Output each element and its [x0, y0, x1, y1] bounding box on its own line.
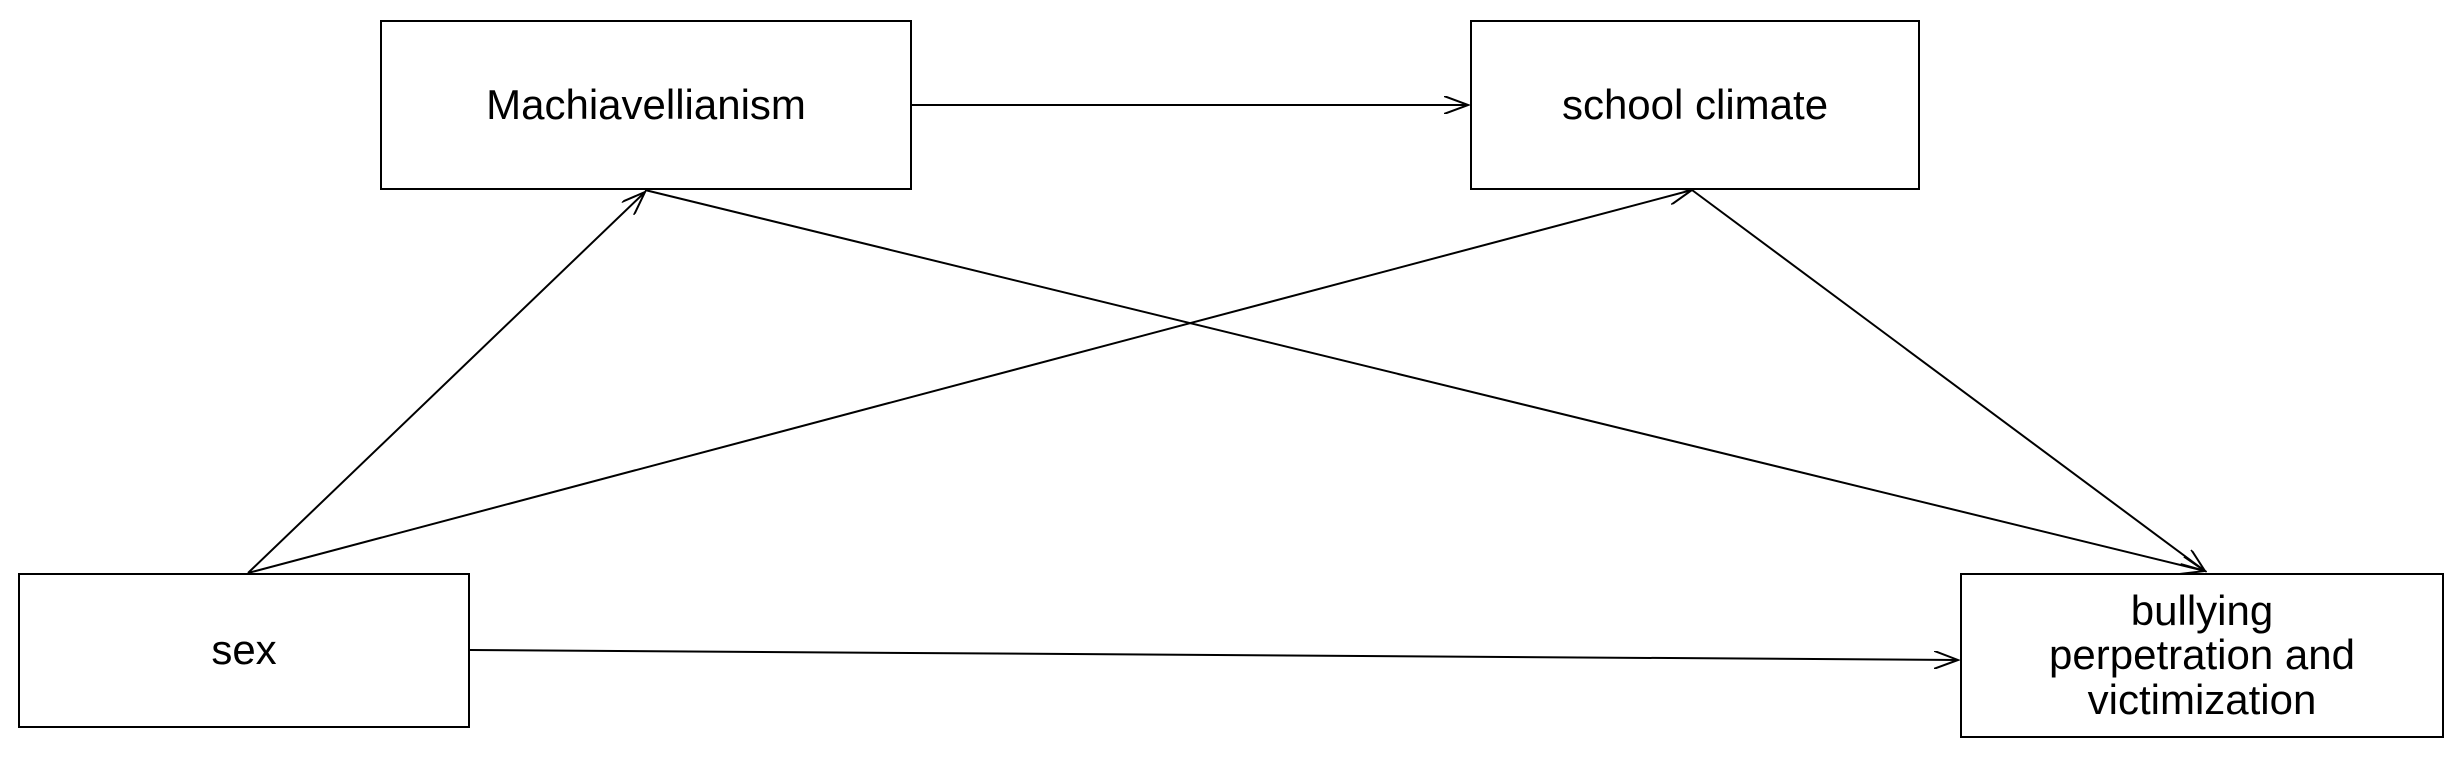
node-sex: sex — [18, 573, 470, 728]
arrow-machiavellianism-to-bullying — [644, 189, 2205, 571]
node-sex-label: sex — [211, 626, 277, 674]
node-bullying-line-1: bullying — [2130, 587, 2274, 635]
node-school-climate: school climate — [1470, 20, 1920, 190]
node-bullying-label: bullying perpetration and victimization — [2049, 589, 2355, 721]
arrow-school-climate-to-bullying — [1691, 189, 2205, 571]
node-bullying-line-3: victimization — [2087, 675, 2317, 723]
node-machiavellianism-label: Machiavellianism — [486, 80, 806, 128]
node-machiavellianism: Machiavellianism — [380, 20, 912, 190]
arrow-sex-to-school-climate — [247, 190, 1692, 574]
arrow-sex-to-machiavellianism — [247, 192, 645, 574]
arrow-sex-to-bullying — [469, 649, 1958, 660]
node-bullying: bullying perpetration and victimization — [1960, 573, 2444, 738]
node-school-climate-label: school climate — [1561, 80, 1829, 128]
node-bullying-line-2: perpetration and — [2049, 631, 2355, 679]
